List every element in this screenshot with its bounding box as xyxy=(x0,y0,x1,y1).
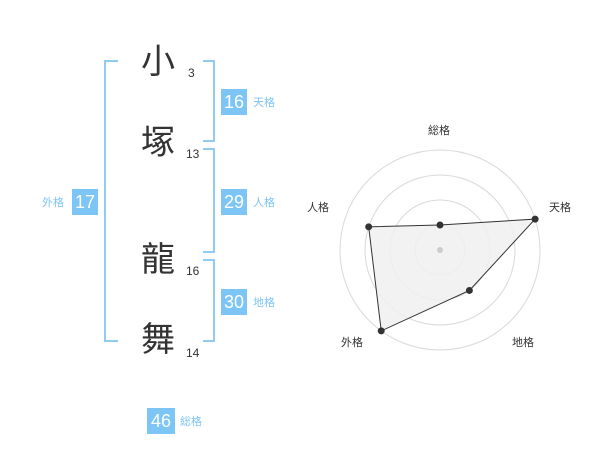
radar-area xyxy=(368,218,537,332)
radar-label-jinkaku: 人格 xyxy=(307,201,329,214)
radar-center-dot xyxy=(437,247,443,253)
jinkaku-label: 人格 xyxy=(253,196,275,209)
gaikaku-value: 17 xyxy=(72,189,98,215)
radar-point-1 xyxy=(531,215,539,223)
radar-label-gaikaku: 外格 xyxy=(341,336,363,349)
jinkaku-value: 29 xyxy=(221,189,247,215)
radar-grid-ring xyxy=(339,149,541,351)
radar-point-0 xyxy=(436,221,444,229)
gaikaku-label: 外格 xyxy=(42,196,64,209)
name-char-2: 塚 xyxy=(141,123,175,163)
chikaku-value: 30 xyxy=(221,289,247,315)
chikaku-bracket xyxy=(203,259,215,342)
radar-point-2 xyxy=(465,286,473,294)
gaikaku-bracket xyxy=(104,60,118,342)
radar-grid-ring xyxy=(414,224,466,276)
tenkaku-label: 天格 xyxy=(253,96,275,109)
radar-label-soukaku: 総格 xyxy=(428,124,450,137)
name-char-4: 舞 xyxy=(141,320,175,360)
jinkaku-bracket xyxy=(203,148,215,253)
tenkaku-bracket xyxy=(203,60,215,142)
radar-point-4 xyxy=(365,223,373,231)
stroke-count-3: 16 xyxy=(186,264,200,278)
stroke-count-4: 14 xyxy=(186,346,200,360)
soukaku-label: 総格 xyxy=(180,415,202,428)
chikaku-label: 地格 xyxy=(253,296,275,309)
stroke-count-1: 3 xyxy=(188,66,195,80)
radar-label-chikaku: 地格 xyxy=(512,336,534,349)
name-char-1: 小 xyxy=(141,42,175,82)
name-char-3: 龍 xyxy=(141,240,175,280)
stroke-count-2: 13 xyxy=(186,147,200,161)
soukaku-value: 46 xyxy=(147,408,175,434)
radar-label-tenkaku: 天格 xyxy=(549,201,571,214)
radar-grid-ring xyxy=(389,199,491,301)
radar-grid-ring xyxy=(364,174,516,326)
radar-point-3 xyxy=(377,327,385,335)
tenkaku-value: 16 xyxy=(221,89,247,115)
